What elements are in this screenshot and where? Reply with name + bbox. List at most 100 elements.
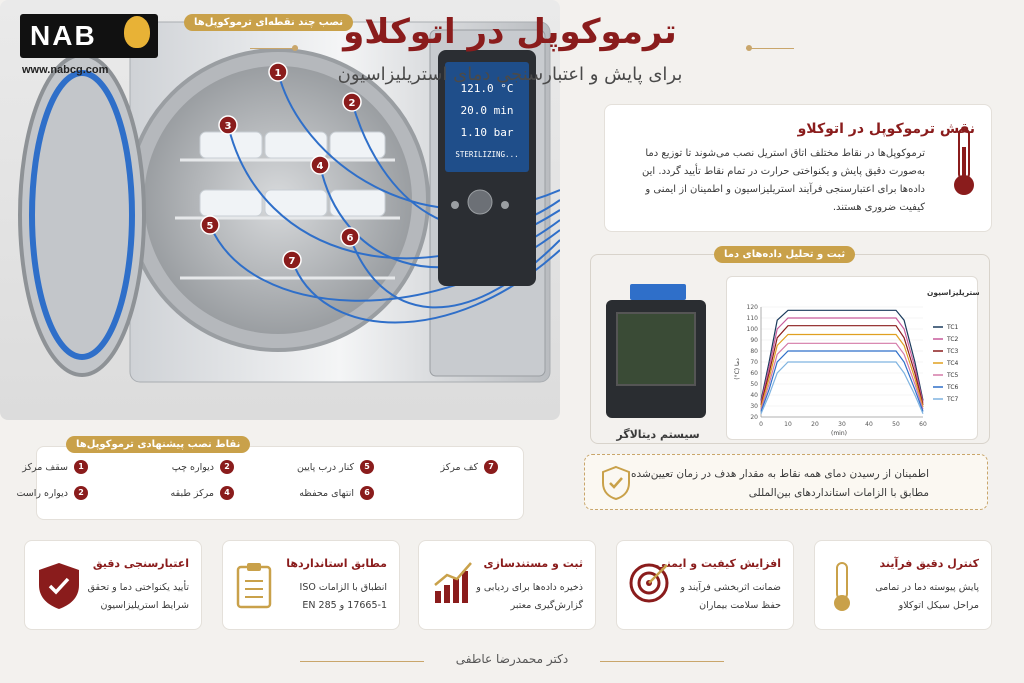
legend-label: TC3 — [946, 348, 959, 355]
role-text: ترموکوپل‌ها در نقاط مختلف اتاق استریل نص… — [642, 148, 925, 213]
sterile-pack — [329, 131, 386, 159]
x-tick-label: 60 — [919, 421, 927, 428]
control-button — [501, 201, 509, 209]
legend-label: TC7 — [946, 396, 959, 403]
marker-2-label: 2 — [349, 98, 356, 109]
marker-6: 6 — [340, 227, 360, 247]
marker-1-label: 1 — [275, 68, 282, 79]
marker-2: 2 — [342, 92, 362, 112]
feature-title: مطابق استانداردها — [286, 557, 387, 570]
control-button — [451, 201, 459, 209]
suggested-points-label: نقاط نصب پیشنهادی ترموکوپل‌ها — [66, 436, 251, 453]
marker-1: 1 — [268, 62, 288, 82]
author-decoration-left — [300, 661, 424, 662]
sterile-pack — [264, 189, 328, 217]
y-tick-label: 60 — [750, 370, 758, 377]
clipboard-icon — [236, 563, 272, 609]
point-number: 4 — [220, 486, 234, 500]
control-knob — [467, 189, 493, 215]
series-line-tc3 — [760, 325, 924, 406]
point-number: 2 — [220, 460, 234, 474]
shield-check-icon — [39, 563, 79, 609]
point-text: مرکز طبقه — [170, 487, 214, 499]
point-text: دیواره راست — [16, 487, 68, 499]
sterile-pack — [329, 189, 386, 217]
y-tick-label: 110 — [747, 315, 759, 322]
point-number: 7 — [484, 460, 498, 474]
feature-card: مطابق استانداردها انطباق با الزامات ISO 1… — [222, 540, 400, 630]
series-line-tc7 — [760, 361, 924, 414]
feature-title: ثبت و مستندسازی — [483, 557, 583, 570]
point-item: 6 انتهای محفظه — [299, 486, 374, 500]
point-number: 5 — [360, 460, 374, 474]
point-text: سقف مرکز — [22, 461, 68, 473]
role-panel: نقش ترموکوپل در اتوکلاو ترموکوپل‌ها در ن… — [604, 104, 992, 232]
title-dot-right — [746, 45, 752, 51]
chart-title: نمودار توزیع دما در طول سیکل استریلیزاسی… — [927, 288, 979, 297]
chart-svg: نمودار توزیع دما در طول سیکل استریلیزاسی… — [734, 288, 1024, 437]
page-subtitle: برای پایش و اعتبارسنجی دمای استریلیزاسیو… — [337, 64, 683, 85]
autoclave-door — [18, 53, 146, 377]
point-number: 2 — [74, 486, 88, 500]
growth-chart-icon — [434, 562, 472, 603]
marker-7-label: 7 — [289, 256, 296, 267]
suggested-points-panel — [36, 446, 524, 520]
assurance-box: اطمینان از رسیدن دمای همه نقاط به مقدار … — [584, 454, 988, 510]
feature-text: ذخیره داده‌ها برای ردیابی و گزارش‌گیری م… — [476, 582, 583, 612]
feature-card: اعتبارسنجی دقیق تأیید یکنواختی دما و تحقق… — [24, 540, 202, 630]
series-line-tc5 — [760, 342, 924, 410]
author-decoration-right — [600, 661, 724, 662]
point-number: 1 — [74, 460, 88, 474]
point-item: 5 کنار درب پایین — [297, 460, 374, 474]
feature-text: تأیید یکنواختی دما و تحقق شرایط استریلیز… — [87, 582, 189, 612]
display-readings: 121.0 °C 20.0 min 1.10 bar STERILIZING..… — [449, 78, 525, 166]
datalogger-connectors — [630, 284, 686, 300]
y-tick-label: 100 — [747, 326, 759, 333]
x-tick-label: 0 — [759, 421, 763, 428]
feature-text: ضمانت اثربخشی فرآیند و حفظ سلامت بیماران — [680, 582, 781, 612]
temperature-chart: نمودار توزیع دما در طول سیکل استریلیزاسی… — [726, 276, 1024, 440]
legend-label: TC6 — [946, 384, 959, 391]
series-line-tc2 — [760, 317, 924, 403]
x-tick-label: 50 — [892, 421, 900, 428]
point-item: 1 سقف مرکز — [22, 460, 88, 474]
feature-text: پایش پیوسته دما در تمامی مراحل سیکل اتوک… — [875, 582, 979, 612]
feature-text: انطباق با الزامات ISO 17665-1 و EN 285 — [299, 582, 387, 612]
point-text: انتهای محفظه — [299, 487, 354, 499]
door-gasket — [29, 70, 135, 360]
website-url[interactable]: www.nabcg.com — [22, 64, 109, 76]
marker-5: 5 — [200, 215, 220, 235]
y-tick-label: 70 — [750, 359, 758, 366]
point-number: 6 — [360, 486, 374, 500]
nab-logo: NAB — [20, 14, 158, 58]
shield-check-icon — [602, 465, 630, 501]
y-tick-label: 30 — [750, 403, 758, 410]
autoclave-illustration: 1 2 3 4 5 6 7 121.0 °C 20.0 min 1.10 bar… — [0, 0, 560, 420]
display-screen — [445, 62, 529, 172]
feature-title: اعتبارسنجی دقیق — [92, 557, 189, 570]
status-reading: STERILIZING... — [455, 150, 519, 159]
series-line-tc4 — [760, 333, 924, 408]
sterile-pack — [199, 189, 263, 217]
sterile-pack — [264, 131, 328, 159]
y-tick-label: 50 — [750, 381, 758, 388]
role-title: نقش ترموکوپل در اتوکلاو — [797, 121, 975, 137]
marker-3-label: 3 — [225, 121, 232, 132]
install-label: نصب چند نقطه‌ای ترموکوپل‌ها — [184, 14, 353, 31]
title-decoration-left — [250, 48, 298, 49]
marker-7: 7 — [282, 250, 302, 270]
autoclave-drawing: 1 2 3 4 5 6 7 — [18, 21, 560, 383]
pressure-reading: 1.10 bar — [460, 126, 514, 139]
point-text: کنار درب پایین — [297, 461, 354, 473]
feature-title: افزایش کیفیت و ایمنی — [655, 557, 781, 570]
feature-card: افزایش کیفیت و ایمنی ضمانت اثربخشی فرآیند… — [616, 540, 794, 630]
point-item: 2 دیواره راست — [16, 486, 88, 500]
title-decoration-right — [746, 48, 794, 49]
x-tick-label: 40 — [865, 421, 873, 428]
datalogger-label: سیستم دیتالاگر — [616, 428, 700, 441]
page-title: ترموکوپل در اتوکلاو — [343, 12, 677, 52]
x-tick-label: 20 — [811, 421, 819, 428]
